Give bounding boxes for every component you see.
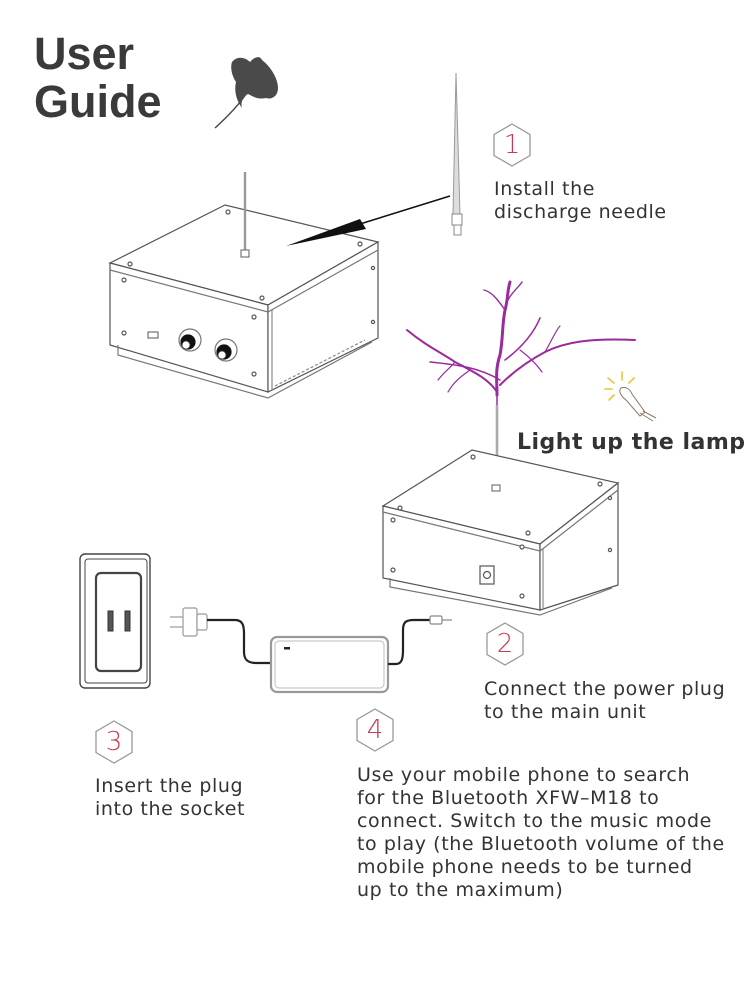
- step-4-badge: 4: [355, 708, 395, 752]
- step-2-number: 2: [496, 629, 514, 659]
- step-2-line-1: Connect the power plug: [484, 678, 726, 700]
- step-4-text: Use your mobile phone to search for the …: [357, 764, 725, 902]
- step-4-line-5: mobile phone needs to be turned: [357, 856, 693, 878]
- lamp-caption: Light up the lamp: [517, 430, 746, 455]
- step-4-line-2: for the Bluetooth XFW–M18 to: [357, 787, 660, 809]
- step-4-line-6: up to the maximum): [357, 879, 564, 901]
- step-3-line-1: Insert the plug: [95, 775, 244, 797]
- step-3-badge: 3: [94, 720, 134, 764]
- step-2-badge: 2: [485, 622, 525, 666]
- step-4-number: 4: [366, 715, 384, 745]
- discharge-needle: [451, 72, 463, 236]
- step-1-text: Install the discharge needle: [494, 178, 667, 224]
- step-2-line-2: to the main unit: [484, 701, 647, 723]
- ginkgo-leaf-icon: [214, 57, 278, 129]
- title-line-1: User: [34, 28, 135, 79]
- install-arrow: [286, 195, 451, 246]
- power-adapter: [170, 607, 452, 694]
- step-4-line-4: to play (the Bluetooth volume of the: [357, 833, 725, 855]
- step-1-line-1: Install the: [494, 178, 596, 200]
- step-3-number: 3: [105, 727, 123, 757]
- step-1-badge: 1: [492, 123, 532, 167]
- wall-socket: [79, 553, 151, 689]
- step-2-text: Connect the power plug to the main unit: [484, 678, 725, 724]
- step-1-line-2: discharge needle: [494, 201, 667, 223]
- page-title: User Guide: [34, 30, 162, 126]
- step-4-line-3: connect. Switch to the music mode: [357, 810, 712, 832]
- step-4-line-1: Use your mobile phone to search: [357, 764, 691, 786]
- tesla-coil-unit-1: [108, 172, 380, 399]
- step-3-line-2: into the socket: [95, 798, 246, 820]
- step-3-text: Insert the plug into the socket: [95, 775, 245, 821]
- bulb-icon: [604, 371, 657, 422]
- plasma-arc: [406, 280, 636, 411]
- tesla-coil-unit-2: [381, 405, 620, 616]
- step-1-number: 1: [503, 130, 521, 160]
- title-line-2: Guide: [34, 76, 162, 127]
